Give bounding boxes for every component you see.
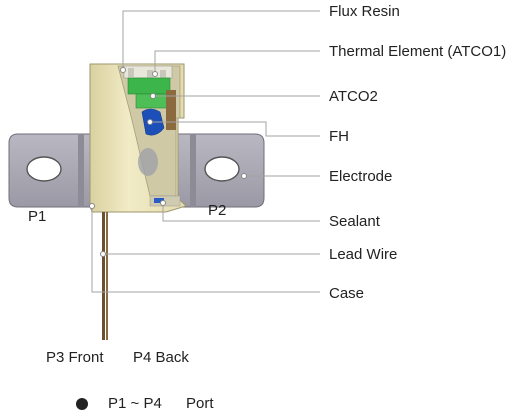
electrode-hole-left	[26, 156, 62, 182]
sealant-blue-mark	[154, 198, 164, 203]
callout-fh: FH	[329, 128, 349, 145]
electrode-bend-left	[78, 134, 84, 207]
lead-wire-back	[106, 212, 108, 340]
marker-lead-wire	[100, 251, 106, 257]
marker-thermal-element	[152, 71, 158, 77]
legend-range: P1 ~ P4	[108, 395, 162, 412]
thermal-element-atco1	[127, 77, 171, 95]
callout-lead-wire: Lead Wire	[329, 246, 398, 263]
lead-wire-front	[102, 212, 105, 340]
callout-electrode: Electrode	[329, 168, 393, 185]
leader-case	[91, 206, 320, 293]
port-label-p1: P1	[28, 208, 47, 225]
electrode-hole-right	[204, 156, 240, 182]
port-label-p3: P3 Front	[46, 349, 104, 366]
legend-meaning: Port	[186, 395, 214, 412]
leader-flux-resin	[122, 10, 320, 70]
marker-sealant	[160, 200, 166, 206]
marker-electrode	[241, 173, 247, 179]
leader-sealant	[162, 203, 320, 222]
terminal-2	[147, 70, 153, 78]
port-label-p4: P4 Back	[133, 349, 189, 366]
terminal-1	[128, 68, 134, 77]
marker-fh	[147, 119, 153, 125]
leader-fh	[150, 121, 320, 137]
marker-flux-resin	[120, 67, 126, 73]
marker-case	[89, 203, 95, 209]
port-label-p2: P2	[208, 202, 227, 219]
atco2-strip	[166, 90, 176, 130]
callout-flux-resin: Flux Resin	[329, 3, 400, 20]
electrode-bend-right	[190, 134, 196, 207]
legend-bullet-icon	[76, 398, 88, 410]
callout-atco2: ATCO2	[329, 88, 378, 105]
inner-disc	[138, 148, 158, 176]
leader-thermal-element	[154, 50, 320, 74]
terminal-3	[160, 70, 166, 78]
marker-atco2	[150, 93, 156, 99]
callout-case: Case	[329, 285, 365, 302]
callout-sealant: Sealant	[329, 213, 380, 230]
callout-thermal-element: Thermal Element (ATCO1)	[329, 43, 507, 60]
